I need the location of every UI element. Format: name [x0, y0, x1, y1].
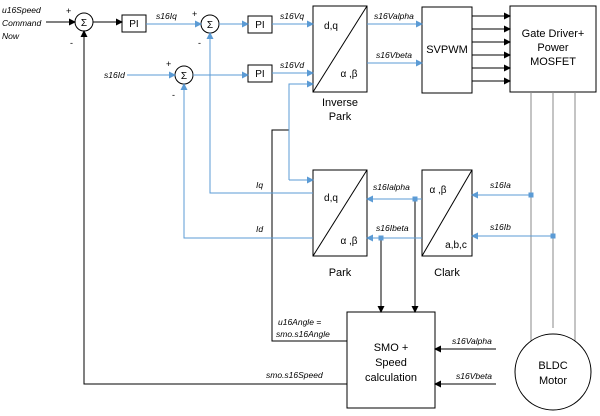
ibeta-tap-point: [378, 235, 384, 241]
inverse-park-label-1: Inverse: [322, 97, 358, 109]
inverse-park-label-2: Park: [329, 111, 352, 123]
angle-label-2: smo.s16Angle: [276, 329, 330, 339]
speed-feedback-line: [80, 30, 347, 385]
ia-sensor-point: [528, 192, 534, 198]
inverse-park-diagonal: [312, 5, 368, 93]
ialpha-tap-point: [412, 196, 418, 202]
motor-line1: BLDC: [538, 360, 567, 372]
pi-speed-label: PI: [129, 19, 138, 30]
s16ialpha-label: s16Ialpha: [373, 182, 410, 192]
s16vd-label: s16Vd: [280, 60, 304, 70]
angle-label-1: u16Angle =: [278, 317, 321, 327]
s16id-input-label: s16Id: [104, 70, 125, 80]
smo-line3: calculation: [365, 372, 417, 384]
sign-q-plus: +: [192, 9, 197, 19]
sum-symbol-q: Σ: [207, 20, 213, 31]
gate-driver-line3: MOSFET: [530, 56, 576, 68]
svpwm-block: [421, 6, 473, 94]
clark-diagonal: [421, 169, 473, 257]
sum-symbol-speed: Σ: [81, 18, 87, 29]
speed-command-label-2: Command: [2, 18, 41, 28]
iq-label: Iq: [256, 180, 263, 190]
s16iq-label: s16Iq: [156, 11, 177, 21]
ib-sensor-point: [550, 233, 556, 239]
gate-driver-line2: Power: [537, 42, 569, 54]
s16vq-label: s16Vq: [280, 11, 304, 21]
speed-command-label-1: u16Speed: [2, 5, 41, 15]
s16vbeta-smo-label: s16Vbeta: [456, 371, 492, 381]
sign-q-minus: -: [198, 38, 201, 48]
motor-line2: Motor: [539, 375, 567, 387]
id-feedback-line: [180, 83, 313, 239]
iq-feedback-line: [206, 32, 313, 194]
smo-line2: Speed: [375, 357, 407, 369]
clark-label: Clark: [434, 267, 460, 279]
park-dq: d,q: [324, 193, 338, 204]
sign-speed-plus: +: [66, 6, 71, 16]
smo-block: [346, 311, 436, 409]
clark-alpha-beta: α ,β: [429, 185, 446, 196]
s16vbeta-label: s16Vbeta: [376, 50, 412, 60]
speed-command-label-3: Now: [2, 31, 20, 41]
smo-line1: SMO +: [374, 342, 409, 354]
gate-driver-line1: Gate Driver+: [522, 28, 585, 40]
park-alpha-beta: α ,β: [340, 236, 357, 247]
park-label: Park: [329, 267, 352, 279]
s16ibeta-label: s16Ibeta: [376, 223, 409, 233]
s16ib-label: s16Ib: [490, 222, 511, 232]
sign-d-plus: +: [166, 59, 171, 69]
sign-d-minus: -: [172, 90, 175, 100]
svpwm-label: SVPWM: [426, 44, 468, 56]
bldc-motor: [514, 333, 592, 411]
gate-driver-block: [509, 5, 597, 93]
speed-feedback-label: smo.s16Speed: [266, 370, 323, 380]
sign-speed-minus: -: [70, 38, 73, 48]
angle-feedback-line: [271, 129, 347, 342]
inverse-park-dq: d,q: [324, 21, 338, 32]
sum-symbol-d: Σ: [181, 71, 187, 82]
park-diagonal: [312, 169, 368, 257]
inverse-park-alpha-beta: α ,β: [340, 69, 357, 80]
id-label: Id: [256, 224, 263, 234]
angle-to-inverse-park: [288, 80, 314, 180]
pi-d-label: PI: [255, 69, 264, 80]
s16valpha-smo-label: s16Valpha: [452, 336, 492, 346]
clark-abc: a,b,c: [445, 240, 467, 251]
s16ia-label: s16Ia: [490, 180, 511, 190]
pi-q-label: PI: [255, 20, 264, 31]
s16valpha-label: s16Valpha: [374, 11, 414, 21]
